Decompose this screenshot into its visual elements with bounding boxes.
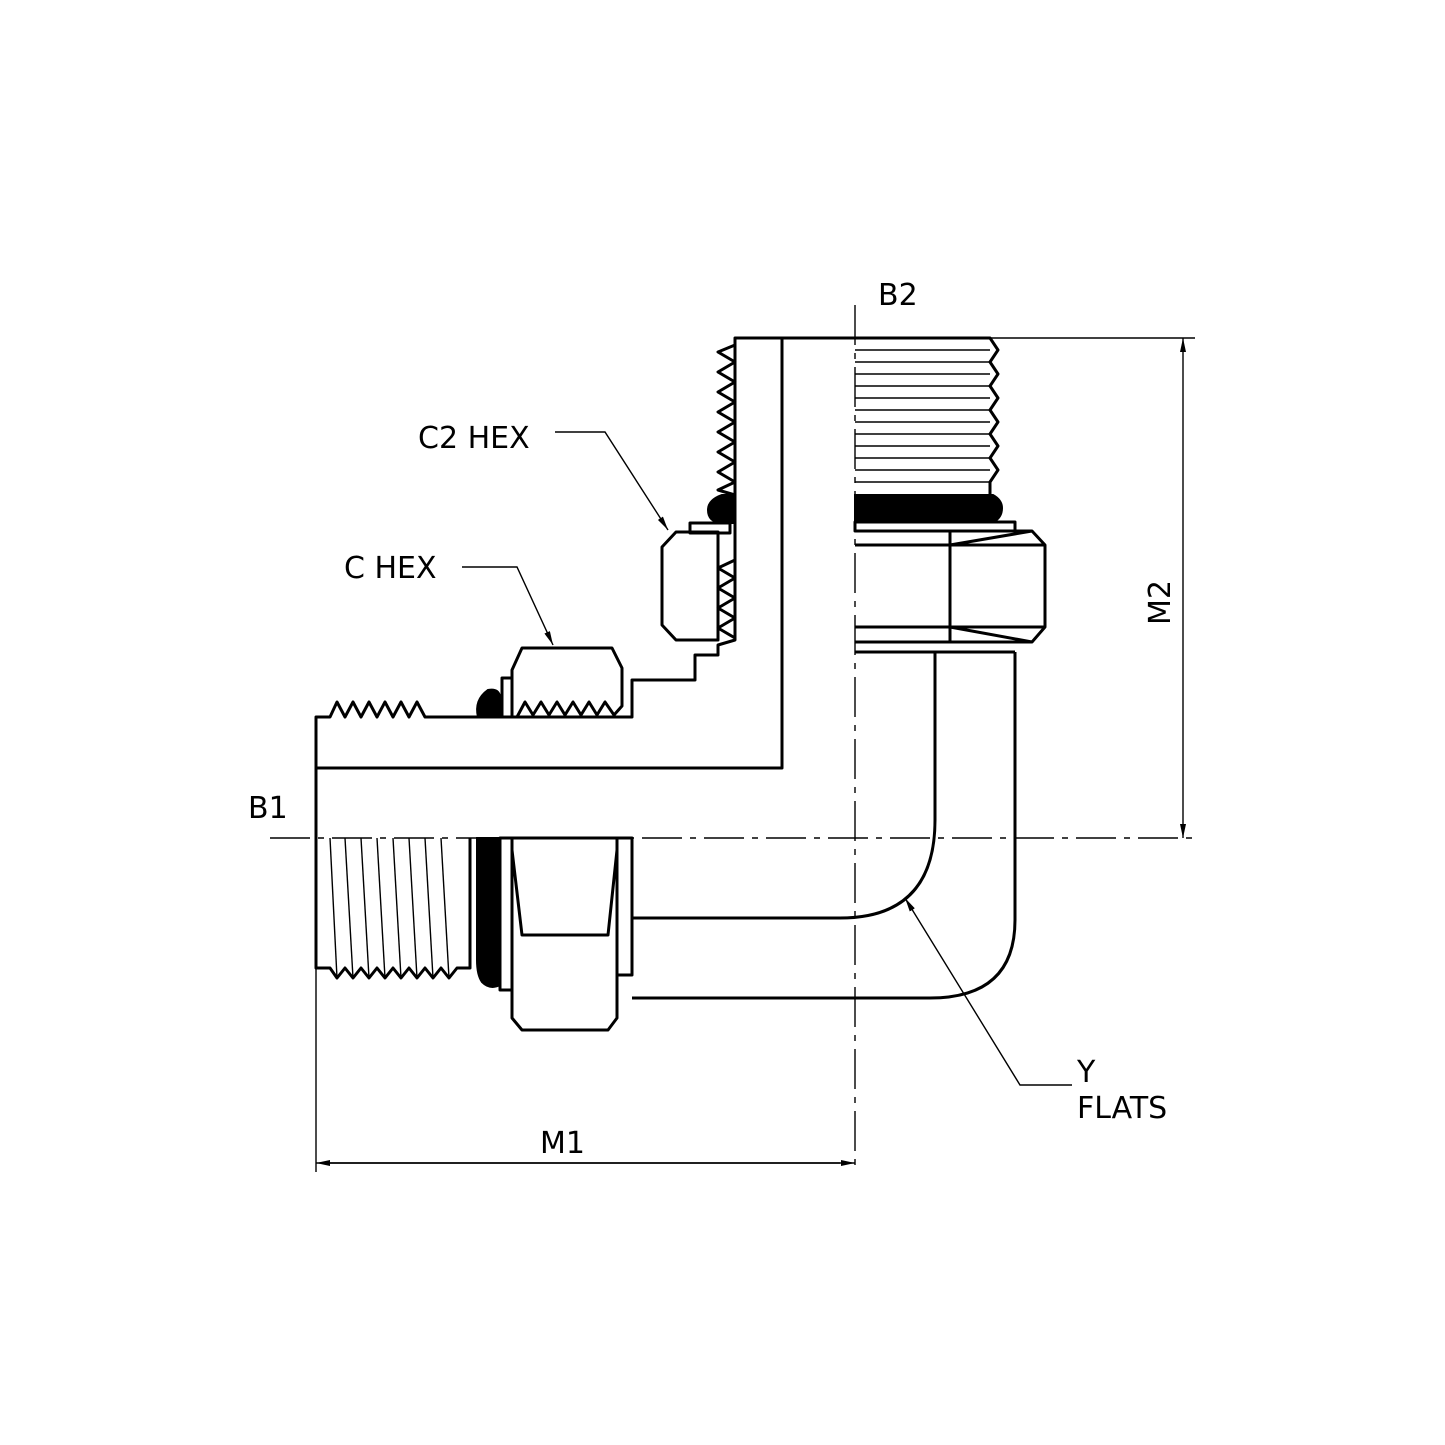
flats-label: FLATS [1077, 1091, 1167, 1126]
b2-label: B2 [878, 278, 918, 313]
m1-label: M1 [540, 1126, 585, 1161]
dimensions [315, 337, 1195, 1172]
m2-label: M2 [1143, 580, 1178, 625]
c-hex-nut-section [476, 646, 624, 719]
leaders [462, 431, 1072, 1086]
b1-label: B1 [248, 791, 288, 826]
elbow-tube [632, 652, 1017, 1000]
y-label: Y [1076, 1055, 1096, 1090]
b2-port-exterior [853, 336, 1047, 654]
c-hex-label: C HEX [344, 551, 437, 586]
c2-hex-label: C2 HEX [418, 421, 530, 456]
b1-port-exterior [314, 768, 634, 1032]
c2-hex-nut-section [660, 494, 736, 642]
